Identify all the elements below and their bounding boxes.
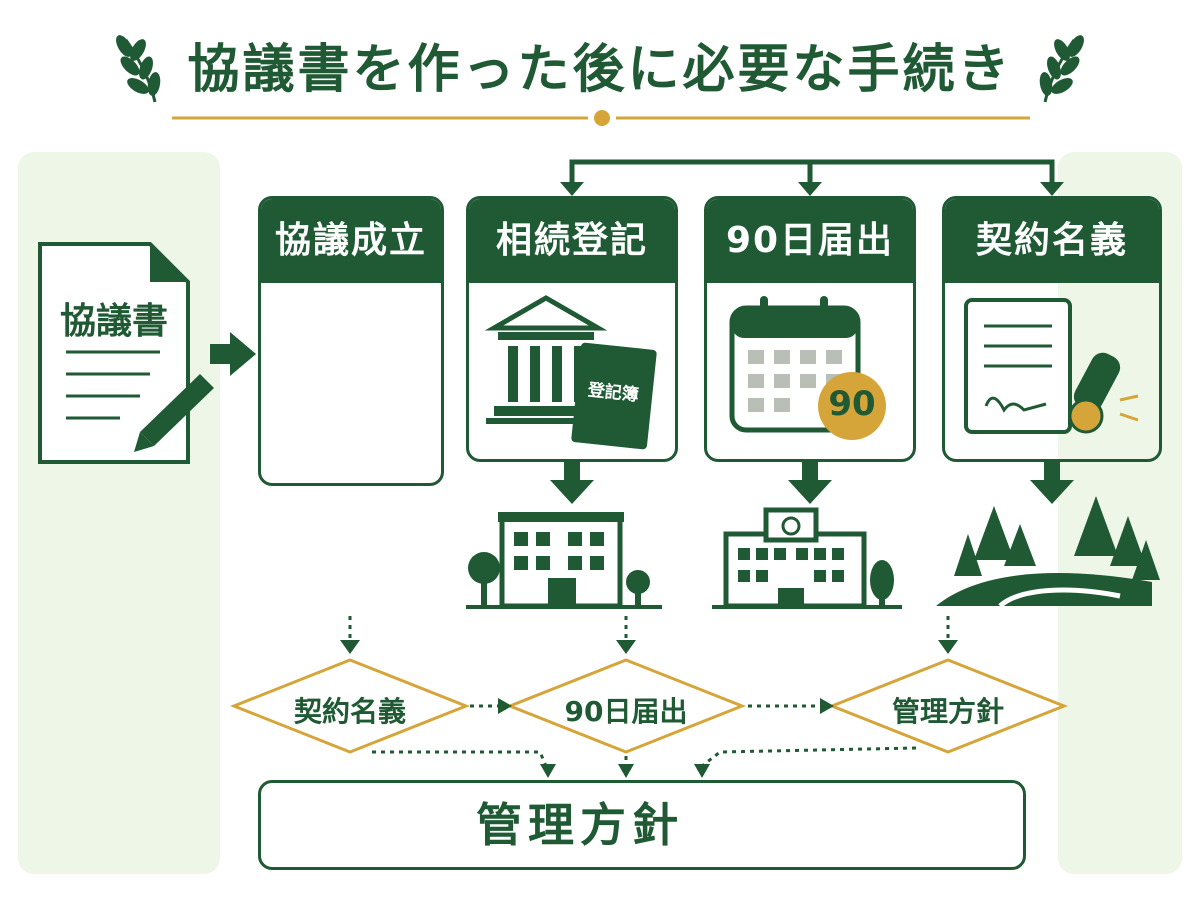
registry-book-label: 登記簿 xyxy=(586,380,640,406)
management-policy-label: 管理方針 xyxy=(476,798,684,852)
title-underline xyxy=(172,110,1030,126)
card-90day-notice: 90日届出 xyxy=(704,196,916,462)
branch-arrows xyxy=(569,159,1055,186)
branch-arrowheads xyxy=(560,182,1064,196)
card-contract-name: 契約名義 xyxy=(942,196,1162,462)
card-title: 契約名義 xyxy=(945,199,1159,283)
legal-affairs-bureau-building-icon xyxy=(466,512,662,609)
calendar-badge-number: 90 xyxy=(828,384,876,424)
diamond-management-policy: 管理方針 xyxy=(891,695,1004,728)
dotted-down-lines xyxy=(348,616,950,640)
card-title: 相続登記 xyxy=(469,199,675,283)
diamond-contract-name: 契約名義 xyxy=(293,695,406,728)
dotted-down-heads xyxy=(340,640,958,654)
management-policy-box xyxy=(258,780,1026,870)
town-hall-building-icon xyxy=(712,507,902,609)
card-title: 協議成立 xyxy=(261,199,441,283)
document-label: 協議書 xyxy=(60,301,169,342)
left-panel xyxy=(18,152,220,874)
diamond-90day-notice: 90日届出 xyxy=(564,695,688,728)
page-title: 協議書を作った後に必要な手続き xyxy=(187,40,1013,100)
card-registration: 相続登記 xyxy=(466,196,678,462)
laurel-left-icon xyxy=(116,35,161,103)
card-title: 90日届出 xyxy=(707,199,913,283)
down-arrows xyxy=(550,462,1074,504)
laurel-right-icon xyxy=(1039,35,1084,103)
card-agreement: 協議成立 xyxy=(258,196,444,486)
